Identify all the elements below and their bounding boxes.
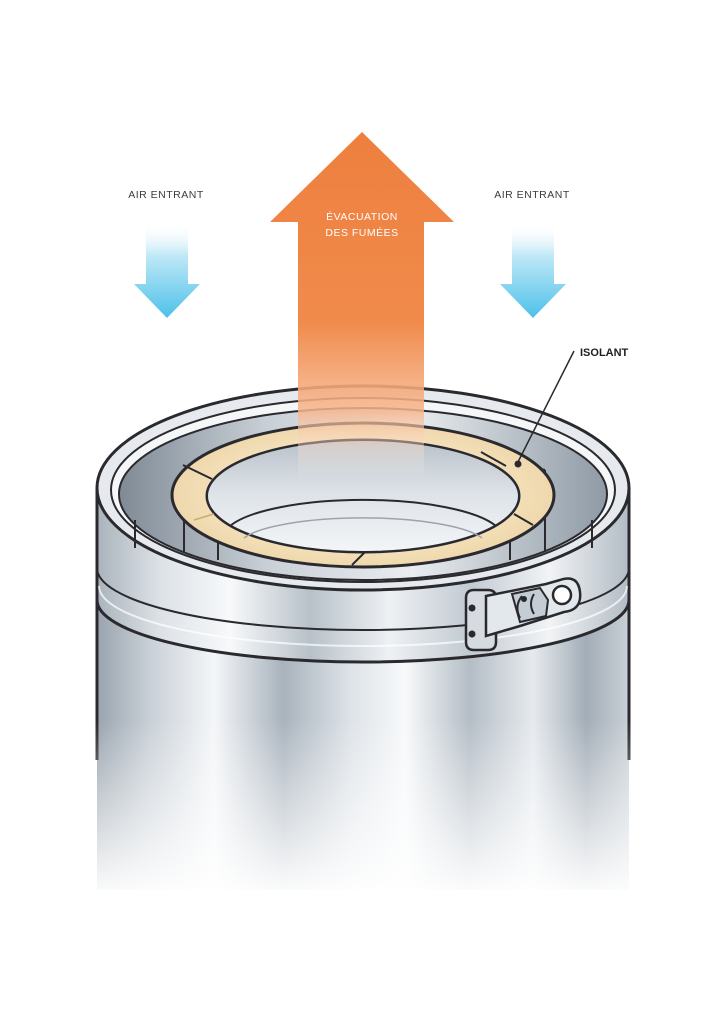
smoke-label-line1: ÉVACUATION	[326, 210, 398, 223]
up-arrow-icon	[270, 132, 454, 480]
down-arrow-icon	[500, 222, 566, 318]
air-entrant-label-right: AIR ENTRANT	[494, 189, 570, 201]
clamp-latch	[464, 577, 582, 652]
down-arrow-icon	[134, 222, 200, 318]
air-intake-arrow-left	[134, 222, 200, 318]
smoke-exhaust-arrow	[270, 132, 454, 480]
air-entrant-label-left: AIR ENTRANT	[128, 189, 204, 201]
insulation-label: ISOLANT	[580, 347, 629, 359]
smoke-label-line2: DES FUMÉES	[325, 226, 398, 239]
insulation-callout: ISOLANT	[514, 347, 629, 468]
air-intake-arrow-right	[500, 222, 566, 318]
